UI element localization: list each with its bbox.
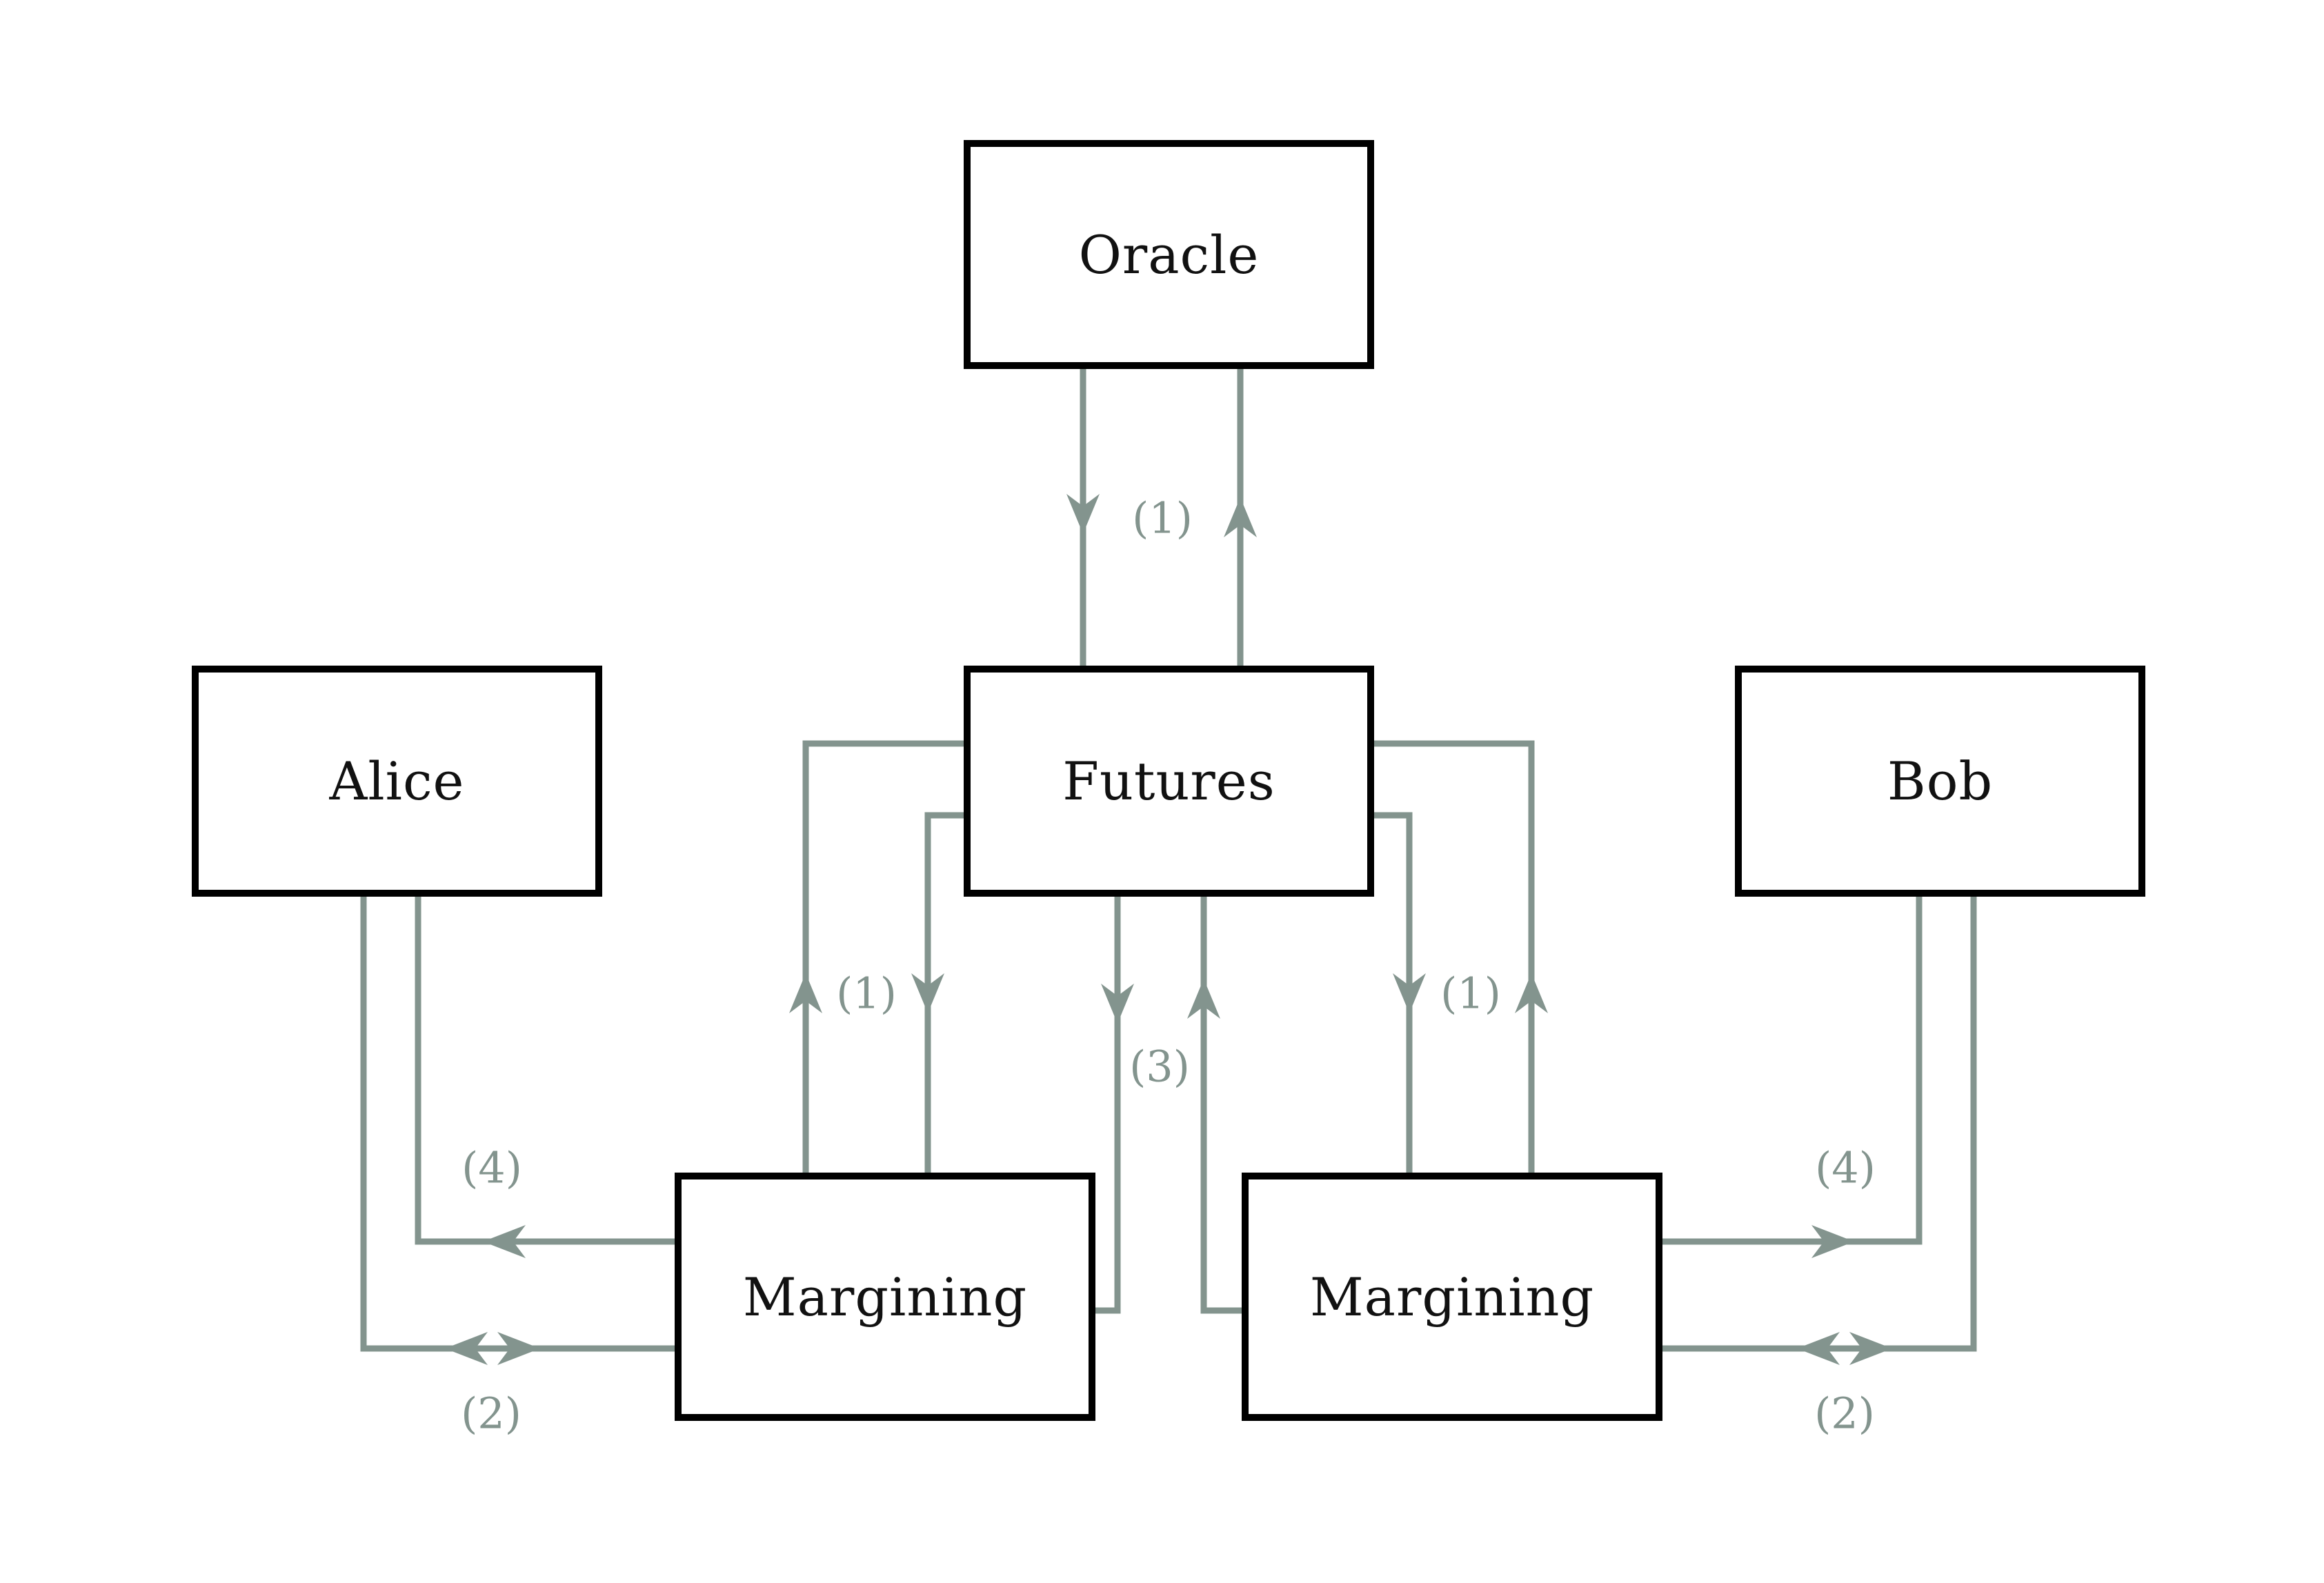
edge-margining-left-to-alice-line [415,897,675,1245]
edge-alice-to-margining-left-line [360,897,675,1352]
node-alice: Alice [192,666,602,897]
arrowhead-down-icon [1393,973,1426,1013]
node-margining-left-label: Margining [742,1266,1028,1328]
node-alice-label: Alice [329,750,465,812]
arrowhead-right-icon [497,1332,540,1365]
edge-margining-right-to-futures-line [1374,740,1535,1173]
node-oracle-label: Oracle [1078,223,1260,286]
arrowhead-up-icon [1515,973,1548,1013]
edge-label-margining-alice-payout: (4) [461,1142,522,1193]
arrowhead-left-icon [483,1225,526,1258]
node-oracle: Oracle [964,140,1374,369]
node-margining-right: Margining [1242,1173,1662,1421]
edge-label-futures-margining-left: (1) [836,968,897,1019]
arrowhead-left-icon [445,1332,488,1365]
node-futures-label: Futures [1062,750,1275,812]
arrowhead-up-icon [1224,497,1257,537]
edge-margining-right-to-bob-line [1662,897,1923,1245]
arrowhead-right-icon [1811,1225,1854,1258]
edge-label-margining-bob-payout: (4) [1815,1142,1876,1193]
edge-label-futures-margining-right: (1) [1440,968,1501,1019]
node-margining-left: Margining [675,1173,1095,1421]
edge-label-bob-margining-flow: (2) [1814,1388,1875,1439]
edge-label-alice-margining-flow: (2) [461,1388,522,1439]
node-futures: Futures [964,666,1374,897]
arrowhead-right-icon [1849,1332,1892,1365]
edge-margining-left-to-futures-line [802,740,964,1173]
arrowhead-up-icon [1187,979,1220,1019]
edge-label-futures-margining-center: (3) [1129,1041,1190,1092]
edge-futures-to-margining-left-center-line [1095,897,1121,1314]
arrowhead-up-icon [789,973,822,1013]
edge-label-oracle-futures: (1) [1132,492,1193,544]
node-margining-right-label: Margining [1309,1266,1595,1328]
arrowhead-down-icon [1066,494,1100,534]
edge-bob-to-margining-right-line [1662,897,1977,1352]
node-bob: Bob [1735,666,2145,897]
arrowhead-left-icon [1797,1332,1840,1365]
arrowhead-down-icon [911,973,944,1013]
edge-futures-to-margining-left-line [924,812,964,1173]
arrowhead-down-icon [1101,984,1134,1024]
edge-margining-right-to-futures-center-line [1200,897,1242,1314]
edge-futures-to-margining-right-line [1374,812,1413,1173]
node-bob-label: Bob [1887,750,1994,812]
